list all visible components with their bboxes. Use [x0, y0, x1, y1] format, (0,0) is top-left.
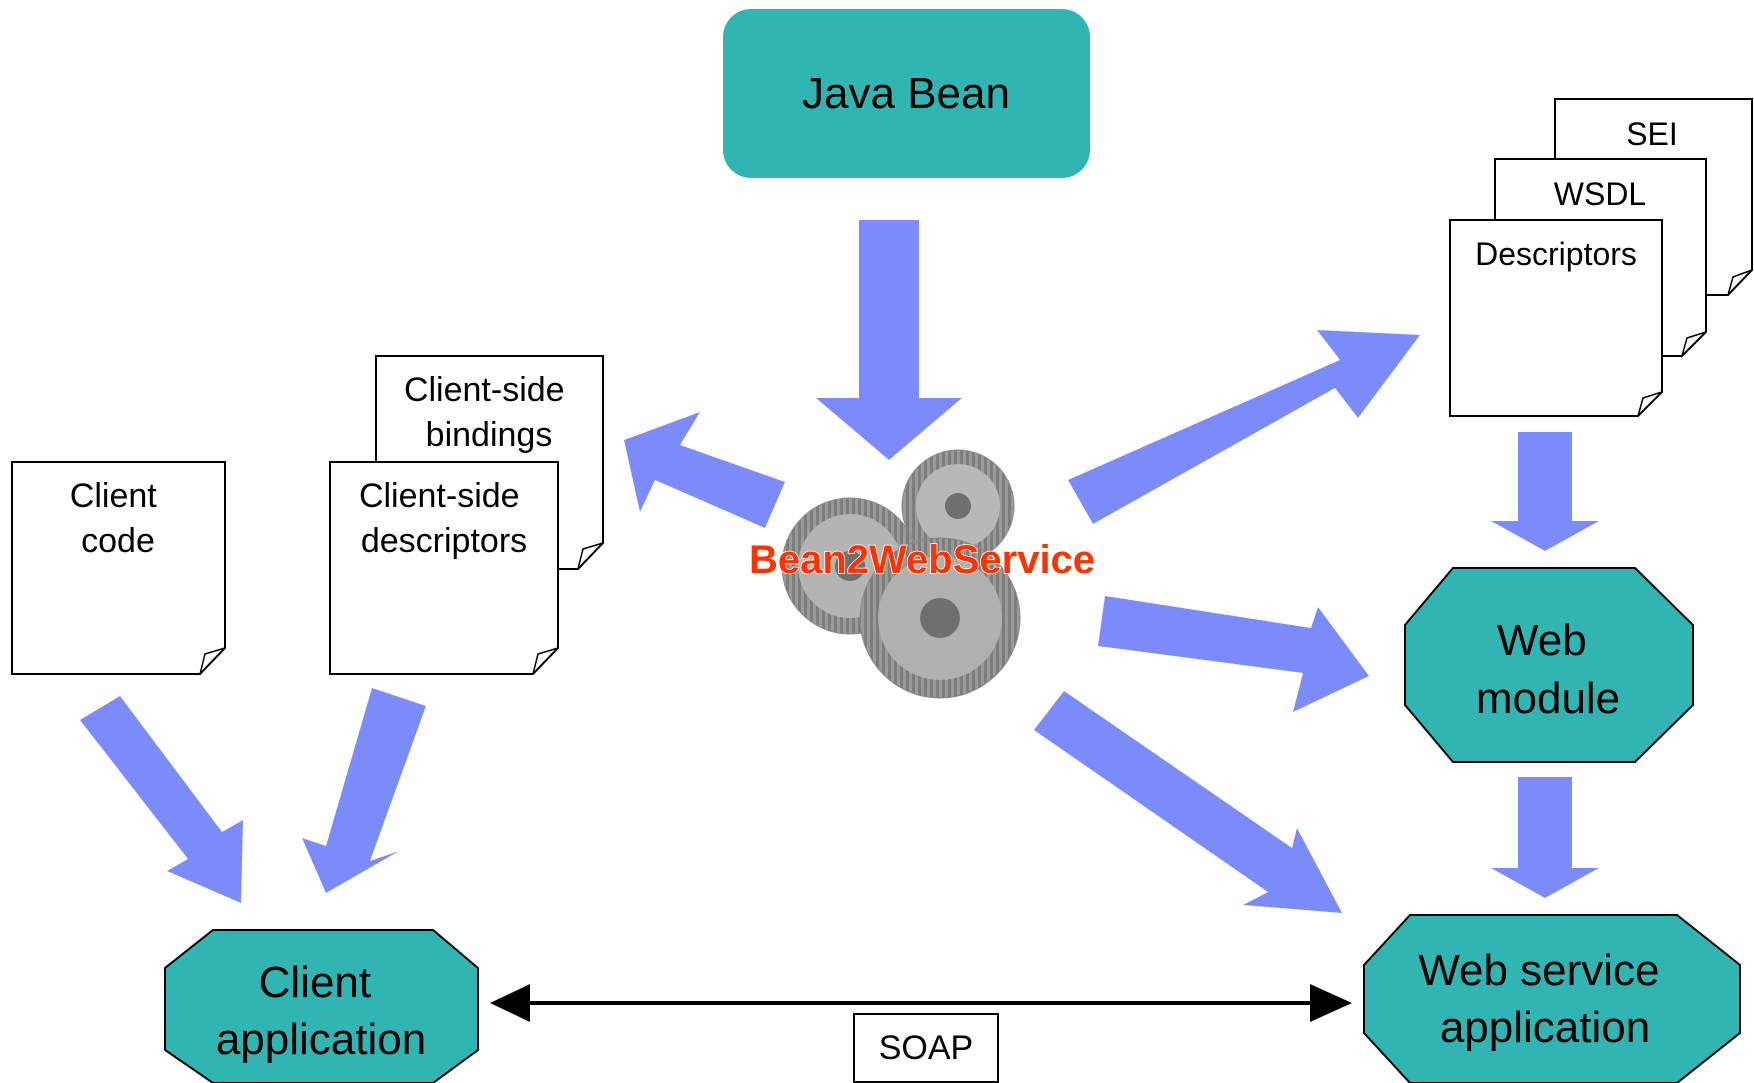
arrow-tool-to-client-files: [624, 412, 785, 528]
gears-icon: [781, 449, 1021, 699]
java-bean-node: Java Bean: [723, 9, 1090, 178]
web-service-app-node: Web service application: [1363, 914, 1741, 1083]
sei-label: SEI: [1626, 116, 1678, 152]
web-service-app-label: Web service application: [1418, 946, 1672, 1052]
arrow-clientcode-to-clientapp: [80, 696, 243, 903]
arrowhead-left-icon: [490, 984, 530, 1022]
soap-label: SOAP: [879, 1029, 973, 1067]
arrow-webmodule-to-webservice: [1491, 777, 1599, 898]
tool-label: Bean2WebService: [749, 538, 1095, 582]
arrow-tool-to-webmodule: [1098, 596, 1369, 712]
descriptors-label: Descriptors: [1475, 236, 1637, 272]
client-descriptors-label: Client-side descriptors: [359, 477, 529, 560]
document-client-descriptors: Client-side descriptors: [329, 461, 559, 675]
arrowhead-right-icon: [1310, 984, 1352, 1022]
arrow-clientdesc-to-clientapp: [302, 688, 426, 893]
java-bean-label: Java Bean: [802, 69, 1010, 118]
document-client-code: Client code: [11, 461, 226, 675]
client-app-label: Client application: [216, 958, 426, 1064]
gear-icon: [901, 449, 1015, 563]
arrow-javabean-to-tool: [816, 220, 962, 460]
flow-arrows: [80, 220, 1599, 913]
arrow-tool-to-descriptors: [1068, 330, 1420, 524]
soap-connector: [490, 984, 1352, 1022]
client-bindings-label: Client-side bindings: [404, 371, 574, 454]
web-module-node: Web module: [1404, 567, 1694, 763]
soap-label-box: SOAP: [853, 1013, 999, 1083]
web-module-label: Web module: [1476, 616, 1620, 723]
gear-icon: [859, 537, 1021, 699]
client-code-label: Client code: [70, 477, 166, 560]
document-descriptors: Descriptors: [1449, 219, 1663, 417]
client-app-node: Client application: [164, 929, 479, 1083]
arrow-descriptors-to-webmodule: [1491, 432, 1599, 551]
wsdl-label: WSDL: [1554, 176, 1646, 212]
arrow-tool-to-webservice: [1034, 691, 1342, 913]
